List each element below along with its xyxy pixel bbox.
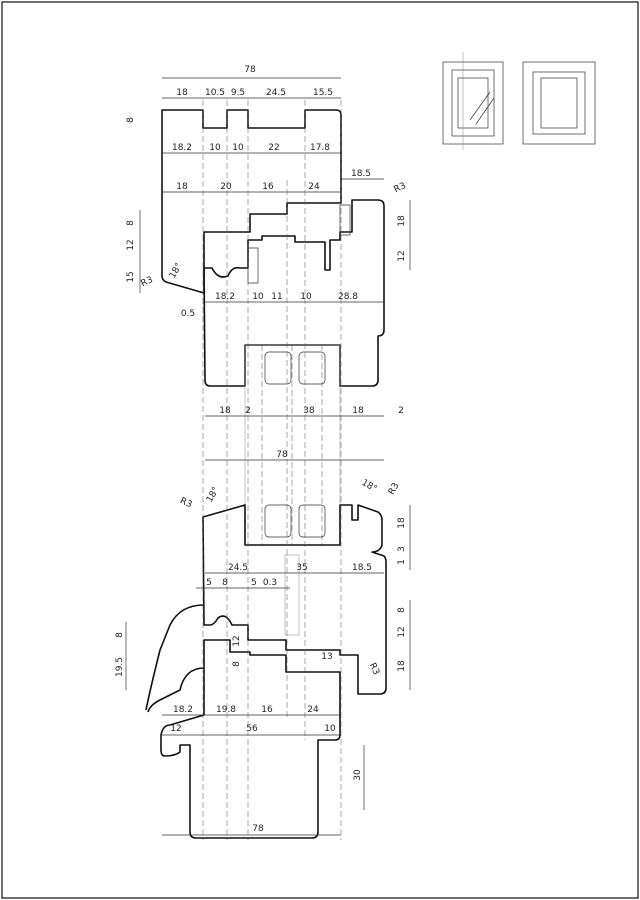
dimension-label: 18.2 — [172, 143, 192, 153]
dimension-label: 24 — [307, 705, 319, 715]
dimension-label: 24.5 — [266, 88, 286, 98]
dimension-label: 18 — [397, 660, 407, 672]
dimension-label: 16 — [262, 182, 274, 192]
dimension-label: 18.5 — [352, 563, 372, 573]
dimension-label: 5 — [251, 578, 257, 588]
dimension-label: 1 — [397, 559, 407, 565]
dimension-label: 12 — [232, 635, 242, 646]
center-lines — [202, 100, 342, 840]
dimension-label: 0.3 — [263, 578, 277, 588]
glazing-unit — [244, 344, 341, 546]
dimension-label: 19.5 — [115, 657, 125, 677]
dimension-label: 15 — [126, 271, 136, 282]
dimension-label: 17.8 — [310, 143, 330, 153]
dimension-label: 2 — [245, 406, 251, 416]
dimension-label: 8 — [126, 117, 136, 123]
dimension-label: 15.5 — [313, 88, 333, 98]
dimension-label: 18 — [176, 182, 188, 192]
weather-drip-profile — [145, 604, 205, 713]
dimension-label: 18 — [219, 406, 231, 416]
section-thumbnail-icon — [442, 52, 504, 150]
gasket-icon — [247, 204, 351, 284]
dimension-label: R3 — [140, 275, 155, 289]
dimension-label: 12 — [126, 239, 136, 250]
dimension-label: 8 — [222, 578, 228, 588]
dimension-label: 13 — [321, 652, 332, 662]
lower-frame-profile — [160, 639, 341, 839]
dimension-label: 11 — [271, 292, 282, 302]
dimension-label: 18° — [168, 262, 185, 281]
dimension-label: 20 — [220, 182, 232, 192]
dimension-label: 9.5 — [231, 88, 245, 98]
dimension-label: R3 — [367, 662, 381, 677]
dimension-label: 10 — [300, 292, 312, 302]
dimension-label: 18° — [205, 486, 222, 505]
dimension-label: 10 — [252, 292, 264, 302]
dimension-label: 28.8 — [338, 292, 358, 302]
dimension-label: 38 — [303, 406, 315, 416]
hatched-glass-bead — [284, 554, 300, 636]
upper-frame-profile — [161, 109, 342, 294]
dimension-label: 18 — [397, 517, 407, 529]
dimension-label: R3 — [387, 481, 402, 496]
dimension-label: R3 — [178, 496, 193, 510]
dimension-lines — [125, 77, 411, 836]
dimension-label: 8 — [126, 220, 136, 226]
dimension-label: 16 — [261, 705, 273, 715]
dimension-label: 18.2 — [215, 292, 235, 302]
dimension-label: 12 — [397, 250, 407, 261]
dimension-label: 2 — [398, 406, 404, 416]
dimension-label: 18 — [176, 88, 188, 98]
dimension-label: 22 — [268, 143, 279, 153]
dimension-label: 35 — [296, 563, 307, 573]
dimension-label: 24.5 — [228, 563, 248, 573]
dimension-label: 10.5 — [205, 88, 225, 98]
dimension-label: 10 — [209, 143, 221, 153]
dimension-label: R3 — [393, 181, 408, 195]
dimension-label: 30 — [353, 769, 363, 781]
dimension-label: 8 — [397, 607, 407, 613]
dimension-label: 56 — [246, 724, 258, 734]
elevation-thumbnail-icon — [522, 61, 596, 145]
dimension-label: 19.8 — [216, 705, 236, 715]
dimension-label: 12 — [170, 724, 181, 734]
dimension-label: 18 — [397, 215, 407, 227]
dimension-label: 24 — [308, 182, 320, 192]
dimension-label: 18° — [360, 478, 379, 495]
dimension-label: 18 — [352, 406, 364, 416]
dimension-label: 18.5 — [351, 169, 371, 179]
dimension-label: 8 — [232, 661, 242, 667]
dimension-label: 12 — [397, 626, 407, 637]
dimension-label: 78 — [252, 824, 264, 834]
dimension-label: 3 — [397, 546, 407, 552]
dimension-label: 78 — [276, 450, 288, 460]
dimension-label: 10 — [232, 143, 244, 153]
dimension-label: 5 — [206, 578, 212, 588]
dimension-label: 0.5 — [181, 309, 195, 319]
dimension-label: 78 — [244, 65, 256, 75]
dimension-label: 8 — [115, 632, 125, 638]
dimension-label: 10 — [324, 724, 336, 734]
dimension-label: 18.2 — [173, 705, 193, 715]
lower-sash-profile — [202, 504, 387, 695]
